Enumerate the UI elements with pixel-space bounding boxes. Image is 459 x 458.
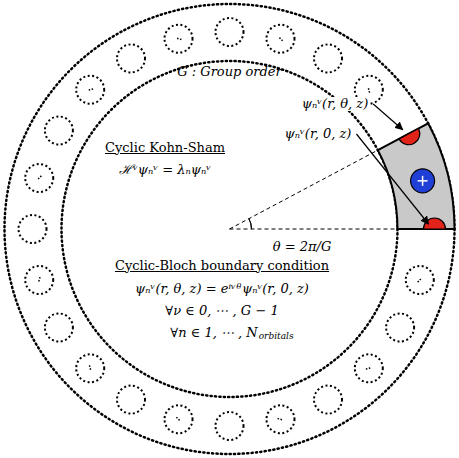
atom-circle <box>117 44 145 72</box>
equation: ℋᵛψₙᵛ = λₙψₙᵛ <box>119 163 211 178</box>
atom-circle <box>45 314 73 342</box>
atom-circle <box>314 386 342 414</box>
atom-circle <box>314 44 342 72</box>
atom-circle <box>165 25 193 53</box>
angle-arc <box>249 219 252 229</box>
blue-atom <box>411 169 435 193</box>
atom-circle <box>25 164 53 192</box>
atom-circle <box>266 405 294 433</box>
subscript: orbitals <box>259 331 294 341</box>
red-half-atom <box>424 218 446 229</box>
outer-dotted-circle <box>5 4 455 454</box>
red-half-atom <box>399 129 424 149</box>
atom-circle <box>76 354 104 382</box>
atom-circle <box>266 25 294 53</box>
atom-circle <box>117 386 145 414</box>
dashed-radius <box>230 123 429 229</box>
unit-cell-wedge <box>378 123 455 229</box>
leader-arrow <box>356 134 428 224</box>
angle-label: θ = 2π/G <box>273 240 332 255</box>
atom-circle <box>165 405 193 433</box>
atom-mark <box>422 176 424 186</box>
callout-label: ψₙᵛ(r, 0, z) <box>283 127 354 142</box>
atom-circle <box>355 354 383 382</box>
dashed-radius <box>230 229 455 230</box>
equation: ψₙᵛ(r, θ, z) = eⁱᵛᶿψₙᵛ(r, 0, z) <box>135 282 309 297</box>
atom-circle <box>76 76 104 104</box>
callout-label: ψₙᵛ(r, θ, z) <box>300 97 370 112</box>
condition: ∀ν ∈ 0, ⋯ , G − 1 <box>165 304 278 319</box>
atom-circle <box>25 266 53 294</box>
group-order-label: G : Group order <box>177 65 282 80</box>
atom-circle <box>216 18 244 46</box>
atom-circle <box>216 412 244 440</box>
section-heading: Cyclic-Bloch boundary condition <box>115 259 329 274</box>
atom-circle <box>386 314 414 342</box>
atom-circle <box>45 117 73 145</box>
atom-circle <box>406 266 434 294</box>
atom-circle <box>19 215 47 243</box>
condition: ∀n ∈ 1, ⋯ , N <box>170 326 257 341</box>
section-heading: Cyclic Kohn-Sham <box>105 141 225 156</box>
leader-arrow <box>373 104 403 130</box>
